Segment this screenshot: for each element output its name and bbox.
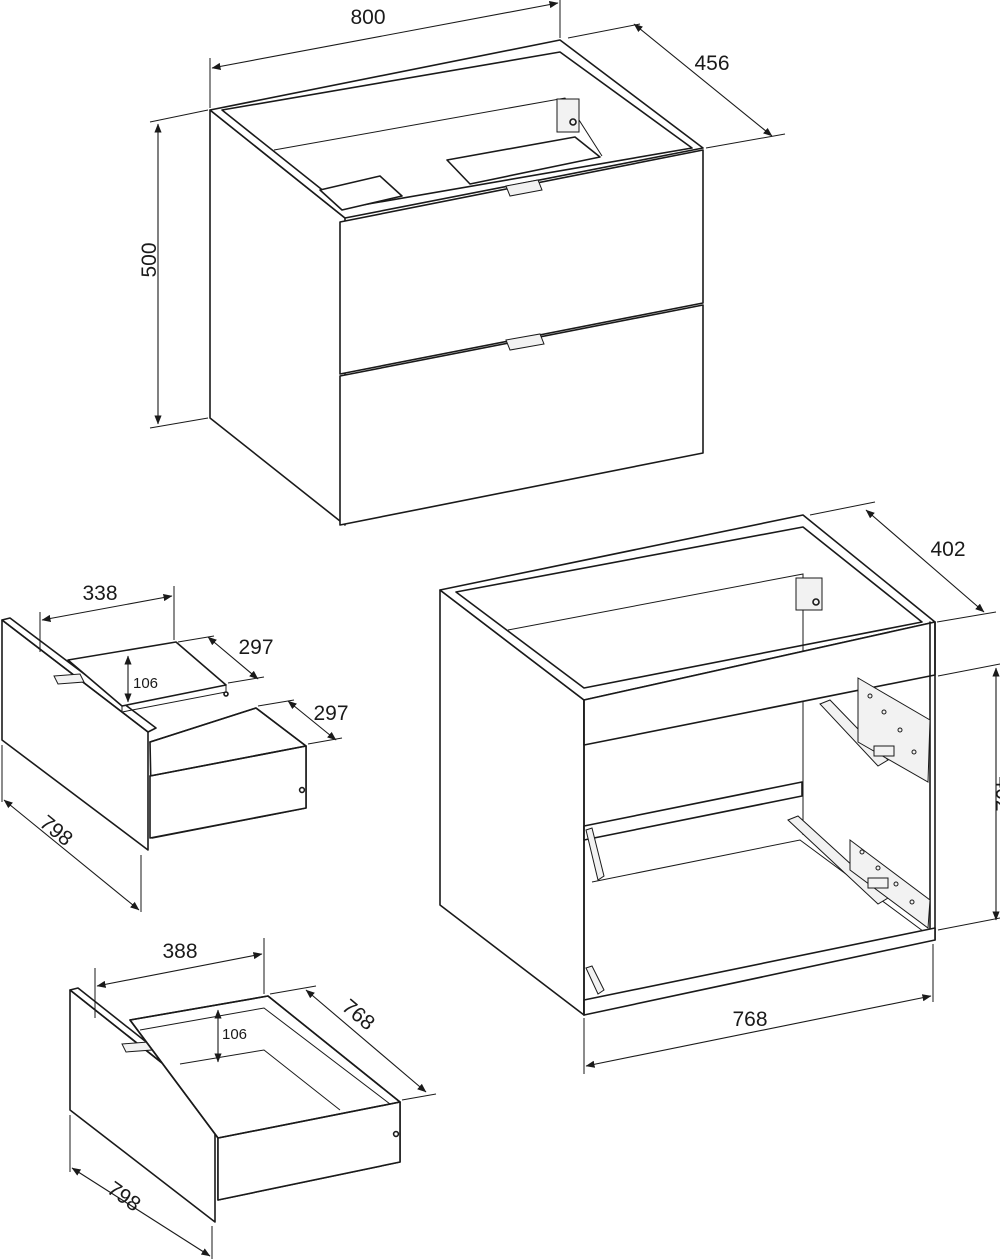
cabinet-top-compartment-right: [446, 136, 601, 185]
upper-drawer-rear-hole-icon: [223, 691, 229, 697]
dim-label-upper-drawer-width: 338: [82, 582, 117, 605]
dim-carcass-depth: 402: [809, 501, 997, 623]
cabinet-upper-front: [339, 149, 704, 375]
cabinet-back-rail: [273, 97, 603, 157]
dim-label-upper-drawer-depth-rear: 297: [313, 702, 348, 725]
dim-label-carcass-depth: 402: [930, 538, 965, 561]
dim-label-cabinet-width: 800: [350, 6, 385, 29]
dim-upper-drawer-side-height: 106: [124, 655, 158, 703]
assembled-cabinet: [209, 39, 704, 526]
dim-label-lower-drawer-side-height: 106: [222, 1026, 247, 1043]
dim-lower-drawer-width: 388: [94, 938, 265, 1018]
carcass-middle-rail: [583, 781, 803, 841]
cabinet-inner-opening: [221, 51, 693, 209]
dim-upper-drawer-width: 338: [39, 582, 175, 652]
dim-label-lower-drawer-width: 388: [162, 940, 197, 963]
carcass-back-panel: [507, 573, 804, 835]
dim-label-upper-drawer-depth-front: 297: [238, 636, 273, 659]
upper-handle-icon: [505, 179, 543, 197]
upper-drawer-rear-edge: [121, 685, 227, 713]
dim-label-cabinet-depth: 456: [694, 52, 729, 75]
dim-upper-drawer-depth-front: 297: [177, 635, 274, 684]
lower-drawer-hole-icon: [392, 1130, 400, 1138]
dim-label-lower-drawer-depth: 768: [337, 995, 379, 1035]
upper-drawer-handle-icon: [53, 673, 85, 685]
lower-runner-icon: [787, 815, 931, 929]
dim-label-carcass-height: 402: [991, 776, 1000, 811]
dim-cabinet-height: 500: [138, 109, 209, 429]
dim-lower-drawer-side-height: 106: [214, 1009, 247, 1063]
dim-label-carcass-inner-width: 768: [732, 1008, 767, 1031]
upper-drawer-front-box-rim: [149, 707, 307, 777]
lower-drawer-box-rim: [129, 995, 401, 1139]
dim-label-upper-drawer-front-width: 798: [35, 811, 77, 851]
upper-runner-icon: [819, 677, 931, 783]
lower-handle-icon: [505, 333, 545, 351]
carcass-bottom-back-edge: [591, 839, 936, 941]
carcass: [439, 514, 936, 1016]
upper-drawer: [1, 617, 307, 851]
bracket-hole-icon: [569, 118, 577, 126]
dim-upper-drawer-depth-rear: 297: [257, 699, 349, 745]
dim-label-cabinet-height: 500: [138, 242, 161, 277]
wall-bracket-icon: [556, 98, 580, 133]
upper-drawer-front-hole-icon: [298, 786, 306, 794]
upper-drawer-front-top: [1, 617, 157, 733]
dim-cabinet-depth: 456: [567, 23, 786, 149]
dim-cabinet-width: 800: [209, 0, 561, 108]
left-upper-runner-icon: [585, 827, 605, 881]
dim-carcass-inner-width: 768: [583, 944, 934, 1074]
cabinet-lower-front: [339, 304, 704, 526]
carcass-bracket-hole-icon: [812, 598, 820, 606]
cabinet-top-compartment-left: [319, 175, 403, 211]
dim-label-upper-drawer-side-height: 106: [133, 675, 158, 692]
left-lower-runner-icon: [585, 965, 605, 995]
carcass-inner-opening: [455, 526, 923, 689]
dim-carcass-height: 402: [937, 663, 1000, 931]
carcass-bottom-panel: [583, 927, 936, 1016]
carcass-wall-bracket-icon: [795, 577, 823, 611]
